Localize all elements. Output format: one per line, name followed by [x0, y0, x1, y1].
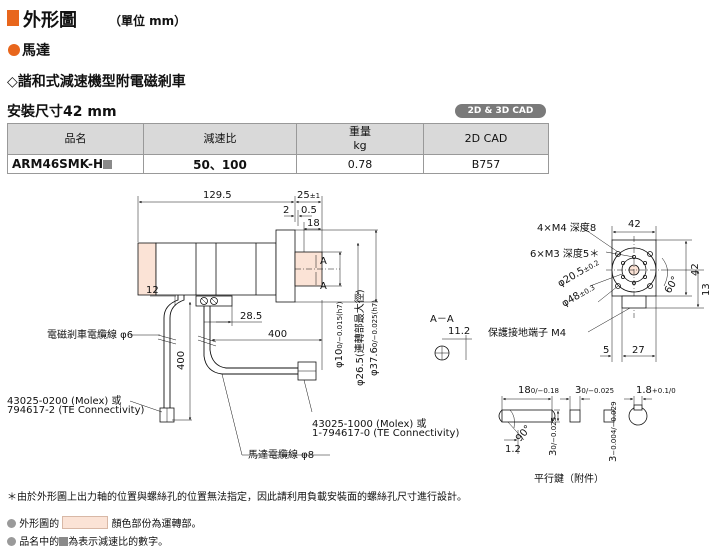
key-dim-3: 30/−0.025 — [575, 385, 615, 396]
dim-13: 13 — [701, 283, 712, 296]
col-weight: 重量 kg — [296, 123, 424, 155]
brake-connector-label-2: 794617-2 (TE Connectivity) — [7, 405, 145, 416]
m3-thread-label: 6×M3 深度5＊ — [530, 249, 600, 260]
model-text: ARM46SMK-H — [12, 157, 104, 171]
brake-connector-label-1: 43025-0200 (Molex) 或 — [7, 396, 122, 407]
section-mark-a-top: A — [320, 256, 327, 267]
dim-2: 2 — [283, 205, 290, 216]
table-row: ARM46SMK-H 50、100 0.78 B757 — [7, 154, 549, 174]
frame-size: 安裝尺寸42 mm — [7, 104, 117, 120]
motor-bullet-icon — [8, 44, 20, 56]
dim-42-side: 42 — [690, 263, 701, 276]
dim-27: 27 — [632, 345, 645, 356]
title-marker — [7, 10, 19, 26]
key-dim-18: 180/−0.18 — [518, 385, 559, 396]
dim-18: 18 — [307, 218, 320, 229]
key-dim-3-k: 3−0.004/−0.029 — [608, 401, 619, 462]
dim-5: 5 — [603, 345, 610, 356]
table-header-row: 品名 減速比 重量 kg 2D CAD — [7, 123, 549, 155]
section-mark-a-bottom: A — [320, 281, 327, 292]
cell-model: ARM46SMK-H — [7, 154, 144, 174]
cell-ratio: 50、100 — [143, 154, 297, 174]
keyway-dim-18: 1.8+0.1/0 — [636, 385, 676, 396]
section-motor: 馬達 — [22, 43, 50, 59]
rotating-color-swatch — [62, 516, 109, 529]
dim-05: 0.5 — [301, 205, 317, 216]
m4-thread-label: 4×M4 深度8 — [537, 223, 597, 234]
dim-rotating-dia: φ26.5(連轉部最大徑) — [355, 289, 366, 386]
dim-12: 12 — [146, 285, 159, 296]
section-aa-dim: 11.2 — [448, 326, 471, 337]
dim-pilot-dia: φ37.60/−0.025(h7) — [369, 300, 380, 376]
motor-cable-label: 馬達電纜線 φ8 — [248, 450, 315, 461]
dim-shaft-dia: φ100/−0.015(h7) — [334, 301, 345, 368]
dim-25: 25±1 — [297, 190, 321, 201]
dim-400-vertical: 400 — [176, 350, 187, 370]
dim-400-cable: 400 — [268, 329, 288, 340]
parallel-key-caption: 平行鍵（附件） — [534, 474, 604, 485]
col-weight-line1: 重量 — [349, 125, 371, 138]
page-title: 外形圖 — [23, 10, 77, 31]
motor-connector-label-1: 43025-1000 (Molex) 或 — [312, 419, 427, 430]
ratio-placeholder-icon — [103, 160, 113, 169]
cell-cad[interactable]: B757 — [423, 154, 549, 174]
spec-table: 品名 減速比 重量 kg 2D CAD ARM46SMK-H 50、100 0.… — [7, 123, 549, 174]
motor-connector-label-2: 1-794617-0 (TE Connectivity) — [312, 428, 460, 439]
col-cad: 2D CAD — [423, 123, 549, 155]
ratio-placeholder-icon — [59, 537, 69, 546]
asterisk-note: ＊由於外形圖上出力軸的位置與螺絲孔的位置無法指定，因此請利用負載安裝面的螺絲孔尺… — [7, 492, 467, 503]
model-note: 品名中的為表示減速比的數字。 — [7, 533, 168, 548]
col-weight-line2: kg — [353, 139, 367, 152]
col-ratio: 減速比 — [143, 123, 297, 155]
dim-total-length: 129.5 — [203, 190, 232, 201]
gear-type-heading: ◇諧和式減速機型附電磁剎車 — [7, 74, 186, 90]
section-aa-title: A－A — [430, 314, 454, 325]
dim-285: 28.5 — [240, 311, 263, 322]
note-bullet-icon — [7, 519, 16, 528]
unit-label: （單位 mm） — [109, 14, 187, 28]
key-dim-3-vertical: 30/−0.025 — [548, 416, 559, 456]
dim-42-top: 42 — [628, 219, 641, 230]
cell-weight: 0.78 — [296, 154, 424, 174]
brake-cable-label: 電磁剎車電纜線 φ6 — [47, 330, 134, 341]
note-bullet-icon — [7, 537, 16, 546]
cad-badge[interactable]: 2D & 3D CAD — [455, 104, 546, 118]
ground-terminal-label: 保護接地端子 M4 — [488, 328, 567, 339]
key-dim-12: 1.2 — [505, 444, 521, 455]
color-note: 外形圖的 顏色部份為運轉部。 — [7, 515, 202, 530]
